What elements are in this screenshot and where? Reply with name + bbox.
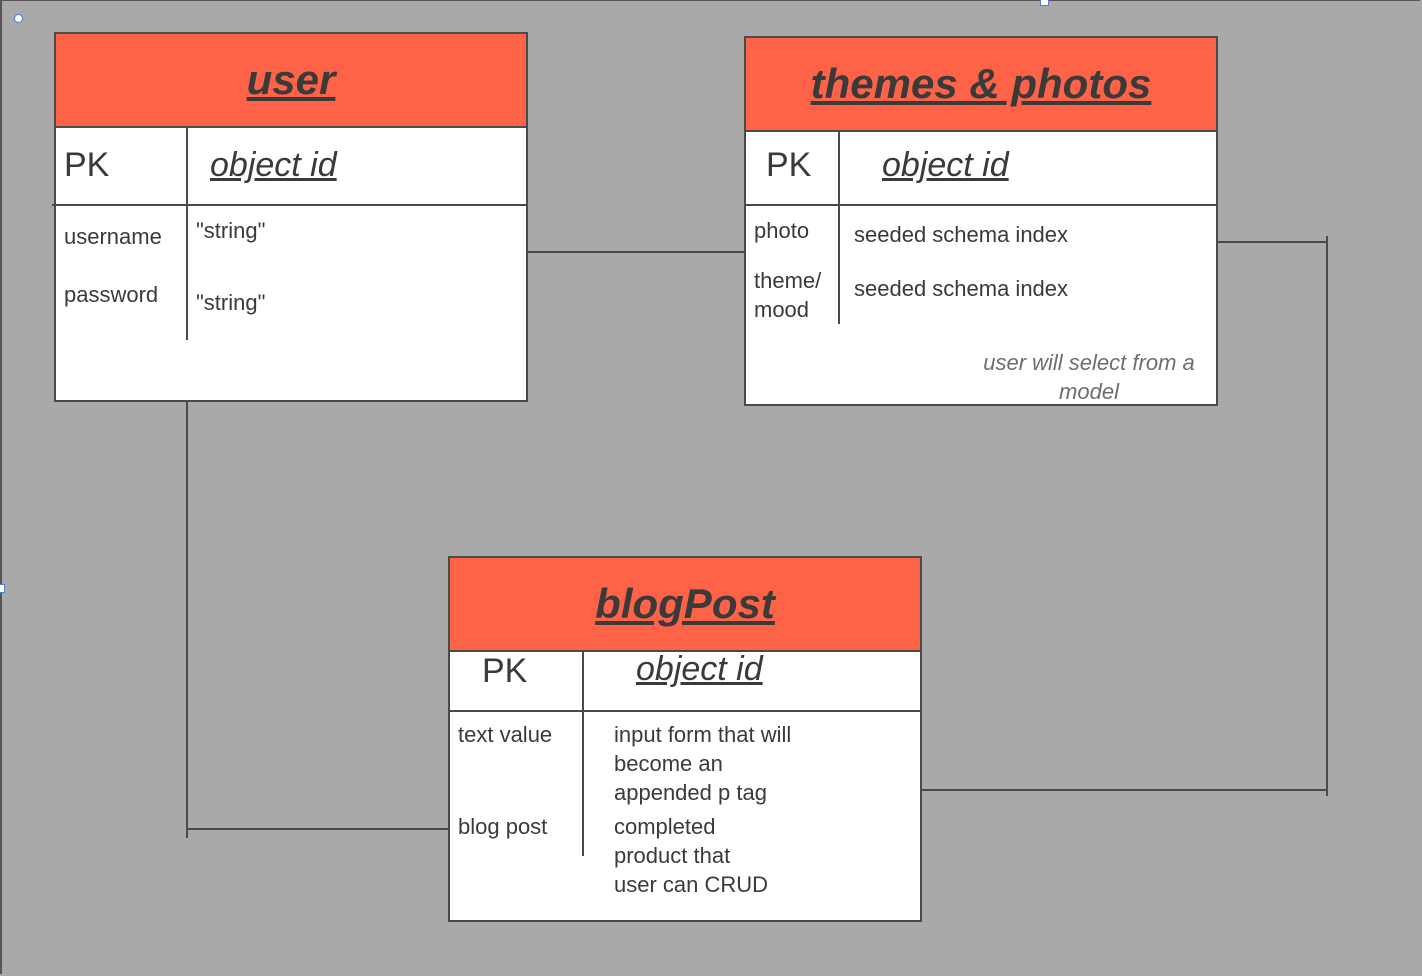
row-divider [746, 204, 1216, 206]
selection-handle[interactable] [1040, 0, 1049, 6]
entity-title: themes & photos [810, 60, 1152, 107]
selection-handle[interactable] [0, 584, 5, 593]
field-type: "string" [196, 218, 266, 243]
entity-user[interactable]: user PK object id username "string" pass… [52, 32, 528, 402]
field-name: text value [458, 722, 553, 747]
pk-label: PK [482, 652, 528, 690]
pk-label: PK [766, 146, 812, 184]
pk-value: object id [210, 146, 337, 184]
entity-header: blogPost [450, 558, 920, 652]
field-type: seeded schema index [854, 222, 1069, 247]
row-divider [52, 204, 526, 206]
entity-header: themes & photos [746, 38, 1216, 132]
entity-blogpost[interactable]: blogPost PK object id text value input f… [448, 556, 922, 922]
field-name: theme/ mood [754, 268, 822, 322]
entity-themes-photos[interactable]: themes & photos PK object id photo seede… [744, 36, 1218, 406]
entity-header: user [56, 34, 526, 128]
pk-label: PK [64, 146, 110, 184]
entity-title: user [246, 56, 336, 103]
column-divider [582, 650, 584, 856]
field-name: password [64, 282, 159, 307]
connector-themes-blogpost [920, 241, 1328, 791]
field-name: username [64, 224, 162, 249]
column-divider [838, 130, 840, 324]
field-type: completed product that user can CRUD [614, 814, 769, 897]
row-divider [450, 710, 920, 712]
field-name: blog post [458, 814, 548, 839]
field-type: input form that will become an appended … [614, 722, 792, 805]
column-divider [186, 126, 188, 340]
field-type: seeded schema index [854, 276, 1069, 301]
pk-value: object id [882, 146, 1009, 184]
pk-value: object id [636, 650, 763, 688]
field-type: "string" [196, 290, 266, 315]
entity-note: user will select from a model [983, 350, 1195, 404]
connector-user-blogpost [186, 401, 449, 830]
entity-title: blogPost [595, 580, 775, 627]
selection-handle[interactable] [14, 14, 23, 23]
field-name: photo [754, 218, 810, 243]
